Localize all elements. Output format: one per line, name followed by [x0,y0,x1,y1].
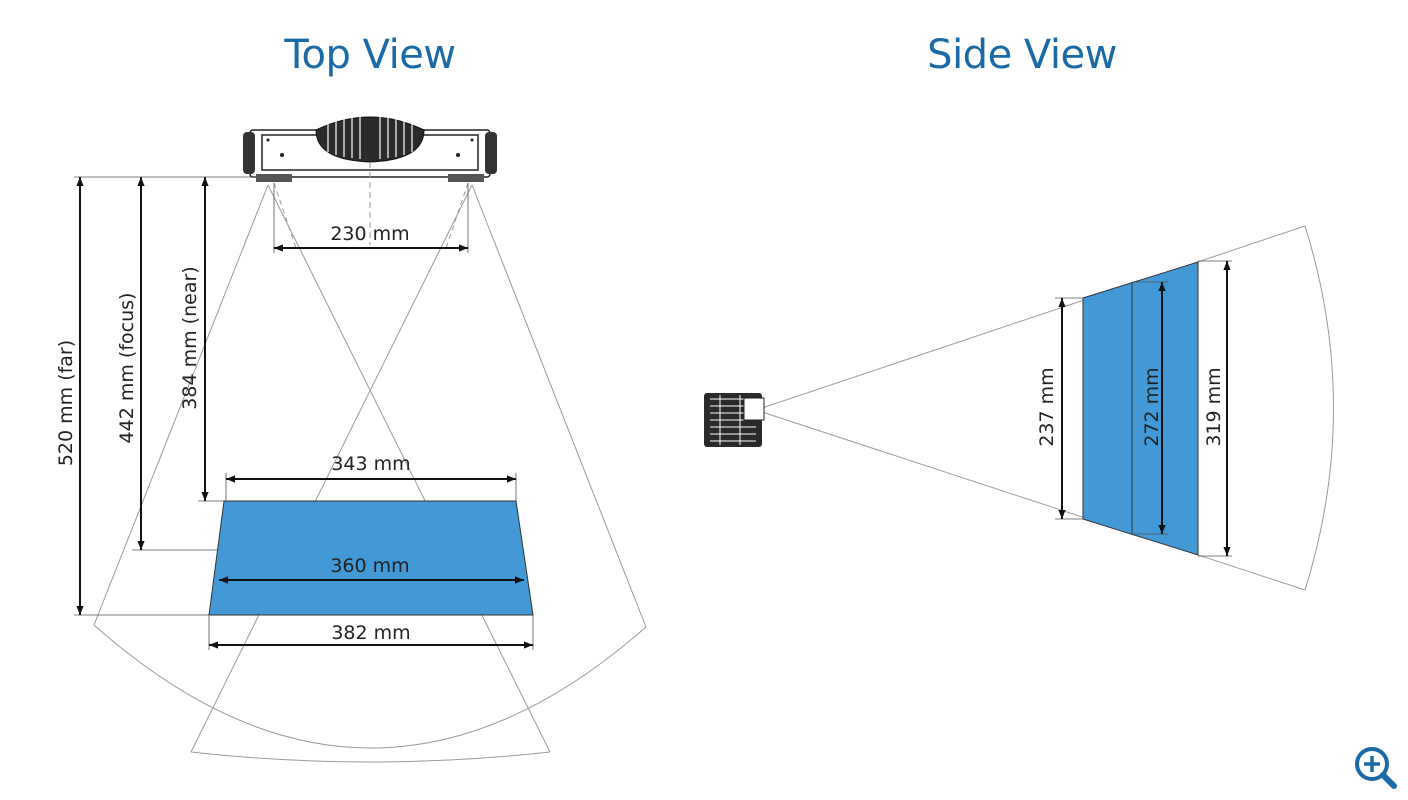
side-view-device [704,393,765,447]
far-distance-label: 520 mm (far) [55,340,77,466]
side-view: Side View [704,32,1334,591]
width-near-label: 343 mm [331,453,410,475]
side-view-target-zone [1082,261,1199,556]
zoom-button[interactable] [1355,747,1397,789]
top-view-projection-cones [93,182,647,763]
width-far-label: 382 mm [331,622,410,644]
width-focus-label: 360 mm [330,555,409,577]
top-view-extension-lines [74,176,534,650]
top-view-device [243,115,497,245]
zoom-in-icon [1355,747,1397,789]
top-view-title: Top View [283,32,455,78]
height-near-label: 237 mm [1036,367,1058,446]
focus-distance-label: 442 mm (focus) [116,293,138,444]
side-view-title: Side View [927,32,1117,78]
near-distance-label: 384 mm (near) [179,266,201,409]
baseline-label: 230 mm [330,223,409,245]
side-view-projection-cone [761,225,1334,591]
height-far-label: 319 mm [1203,367,1225,446]
top-view: Top View [55,32,647,763]
height-focus-label: 272 mm [1141,367,1163,446]
